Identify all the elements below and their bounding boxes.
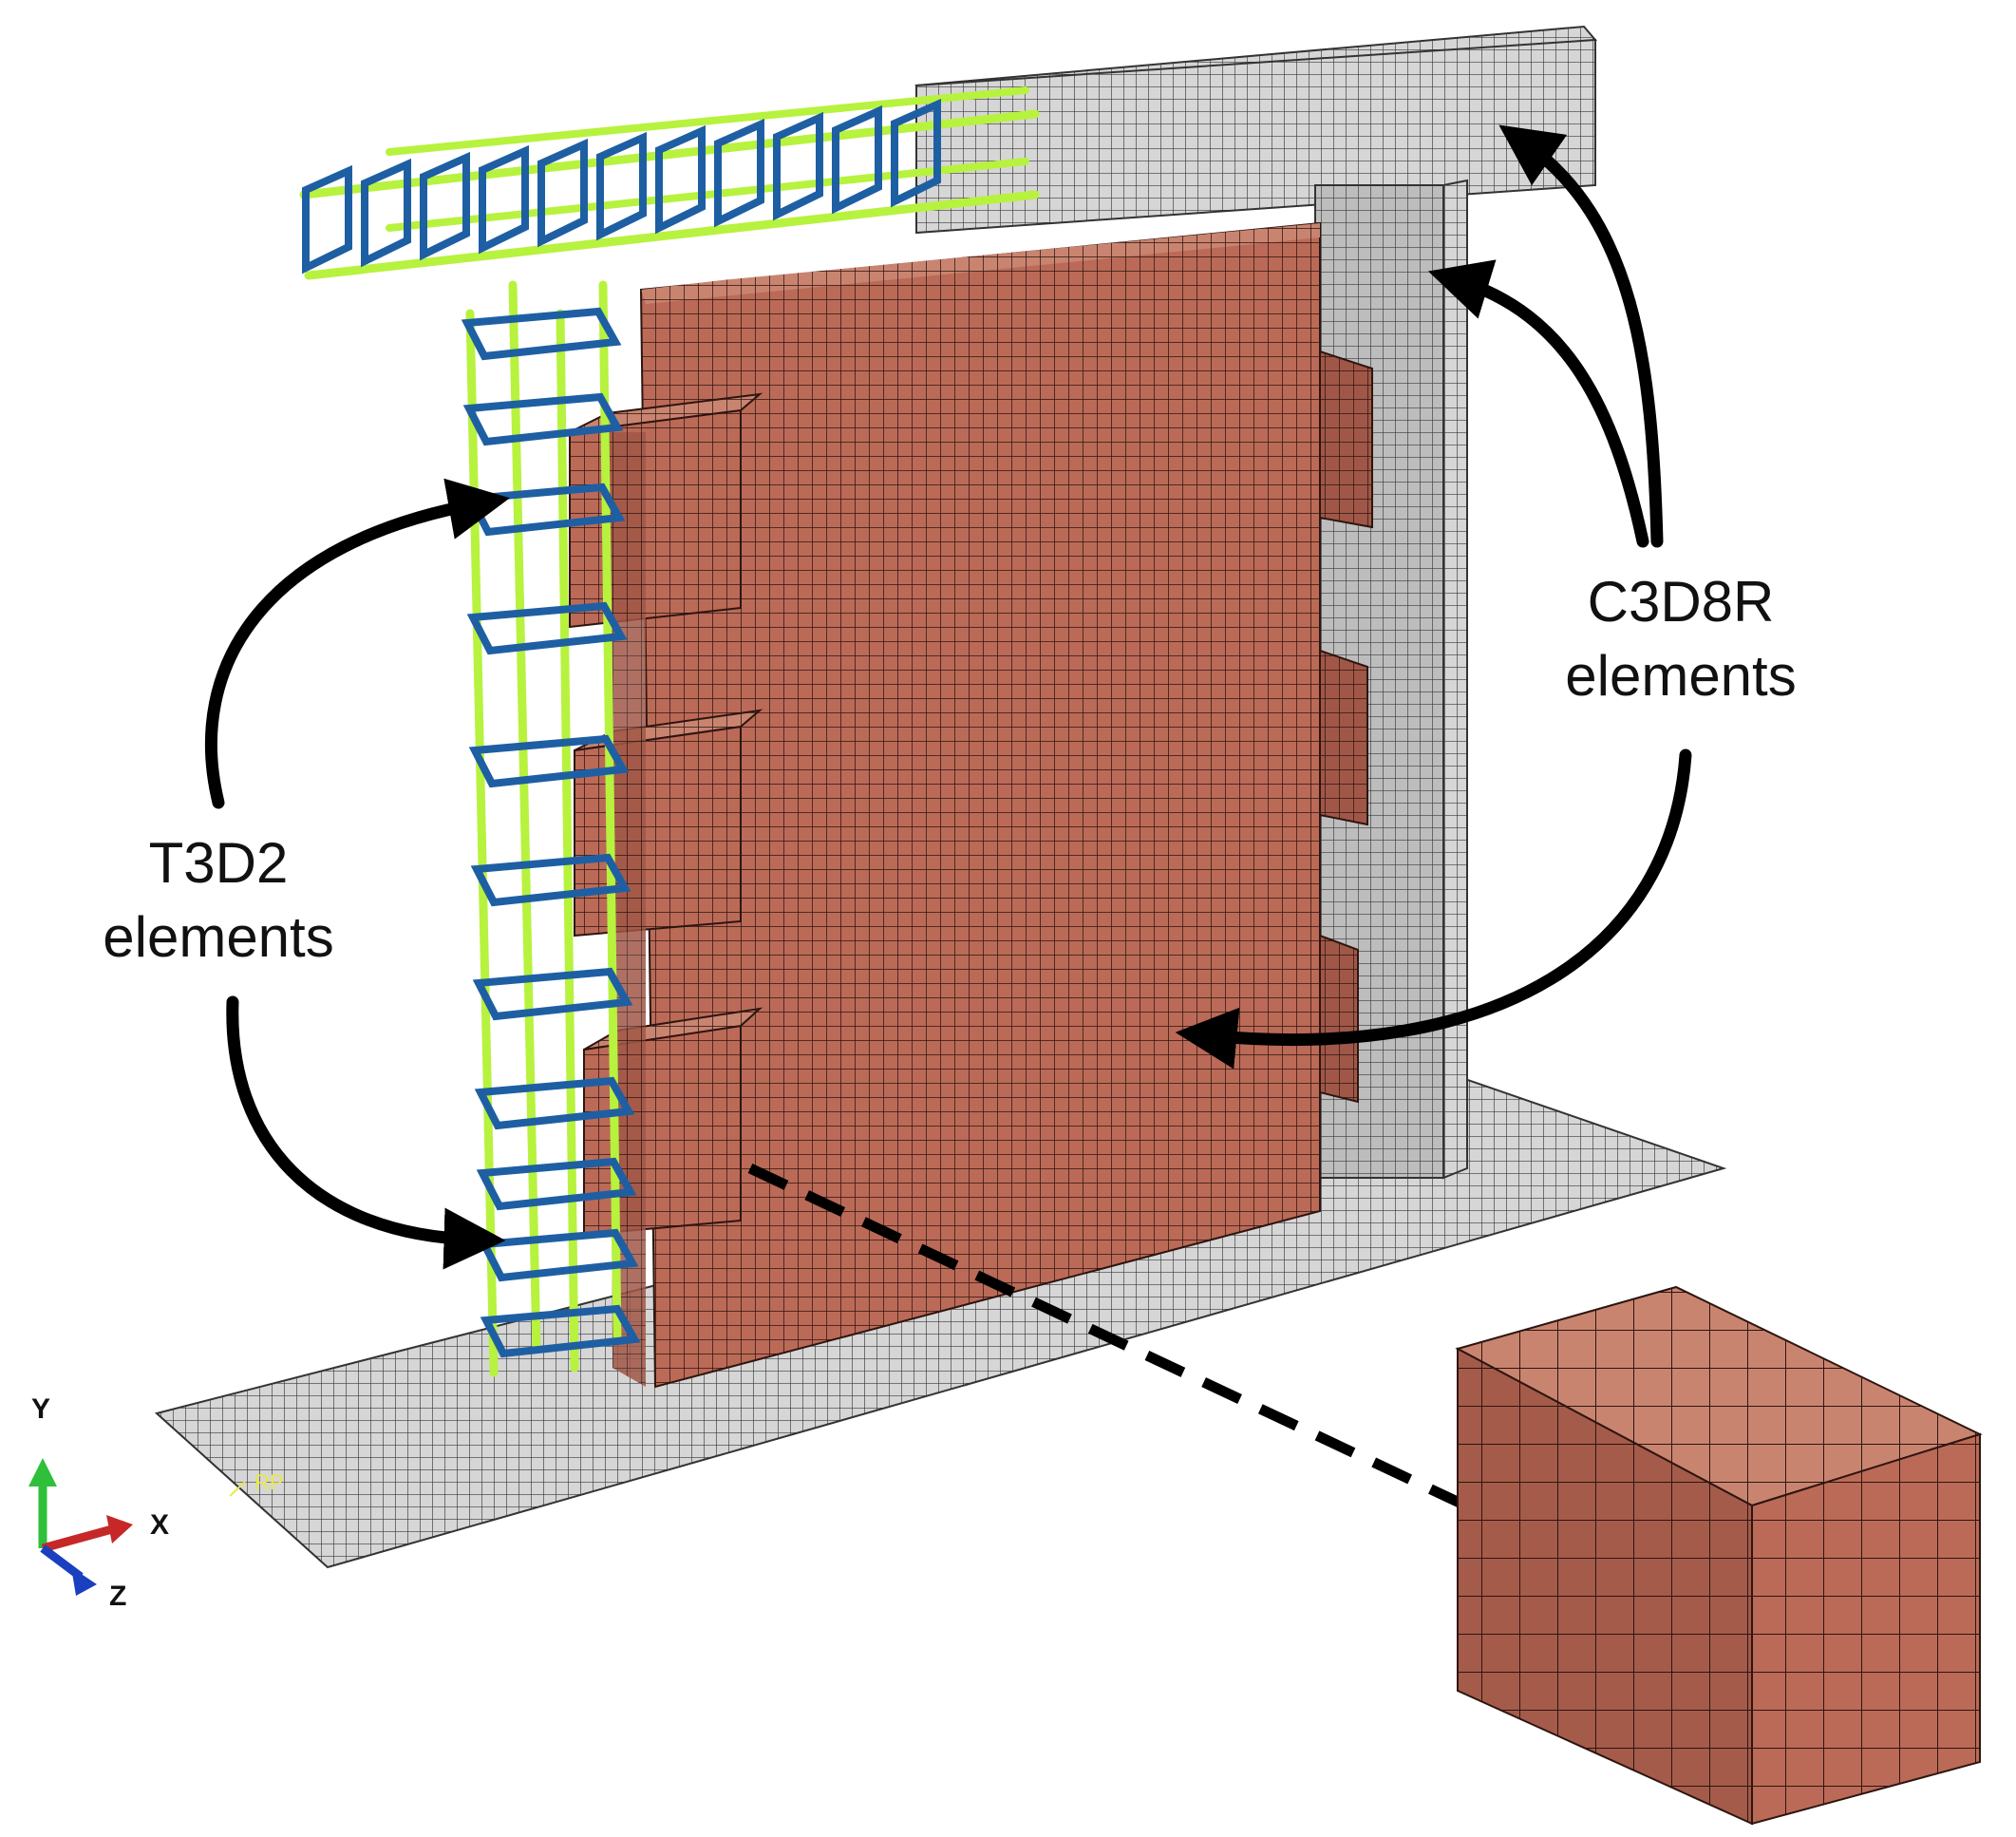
x-axis-arrow — [106, 1515, 133, 1543]
y-axis-label: Y — [31, 1393, 50, 1425]
column-stirrup — [480, 1304, 641, 1358]
c3d8r-label-line2: elements — [1565, 644, 1797, 708]
beam-stirrup — [302, 164, 352, 275]
column-stirrup — [462, 392, 624, 446]
beam-stirrup — [361, 158, 411, 268]
beam-stirrup — [832, 104, 882, 215]
column-stirrup — [472, 967, 633, 1021]
t3d2-arrow-upper — [205, 478, 510, 809]
beam-stirrup — [420, 151, 470, 261]
zoomed-brick-unit — [1455, 1285, 1983, 1826]
beam-stirrup — [479, 144, 529, 255]
annotation-arrows — [205, 124, 1692, 1270]
reference-point-marker: RP — [229, 1470, 284, 1497]
y-axis-arrow — [28, 1458, 57, 1487]
beam-stirrup — [891, 98, 941, 208]
beam-stirrup — [773, 111, 823, 221]
beam-stirrup — [714, 118, 764, 228]
t3d2-label-line1: T3D2 — [148, 831, 289, 895]
beam-stirrup — [596, 131, 647, 241]
c3d8r-arrow-mid — [1427, 259, 1649, 548]
column-stirrup — [478, 1228, 639, 1282]
beam-stirrups — [302, 98, 941, 275]
concrete-wall-mesh — [914, 25, 1598, 1180]
column-stirrup — [466, 601, 628, 655]
z-axis-arrow — [71, 1567, 97, 1596]
column-stirrup — [476, 1157, 637, 1211]
t3d2-label: T3D2 elements — [76, 826, 361, 975]
c3d8r-arrow-lower — [1175, 748, 1692, 1070]
c3d8r-label-line1: C3D8R — [1587, 570, 1775, 634]
z-axis-label: Z — [109, 1581, 126, 1612]
beam-stirrup — [537, 138, 588, 248]
c3d8r-label: C3D8R elements — [1538, 565, 1823, 713]
column-stirrup — [468, 734, 630, 788]
t3d2-label-line2: elements — [103, 905, 334, 969]
x-axis-label: X — [150, 1509, 169, 1541]
column-stirrup — [474, 1076, 635, 1130]
beam-stirrup — [655, 124, 706, 235]
rp-label: RP — [254, 1470, 284, 1494]
masonry-wall-mesh — [569, 221, 1373, 1389]
column-stirrup — [470, 853, 631, 907]
t3d2-arrow-lower — [226, 995, 506, 1270]
column-stirrup — [461, 307, 622, 361]
c3d8r-arrow-top — [1498, 124, 1664, 548]
coordinate-triad: Y X Z — [28, 1393, 169, 1612]
